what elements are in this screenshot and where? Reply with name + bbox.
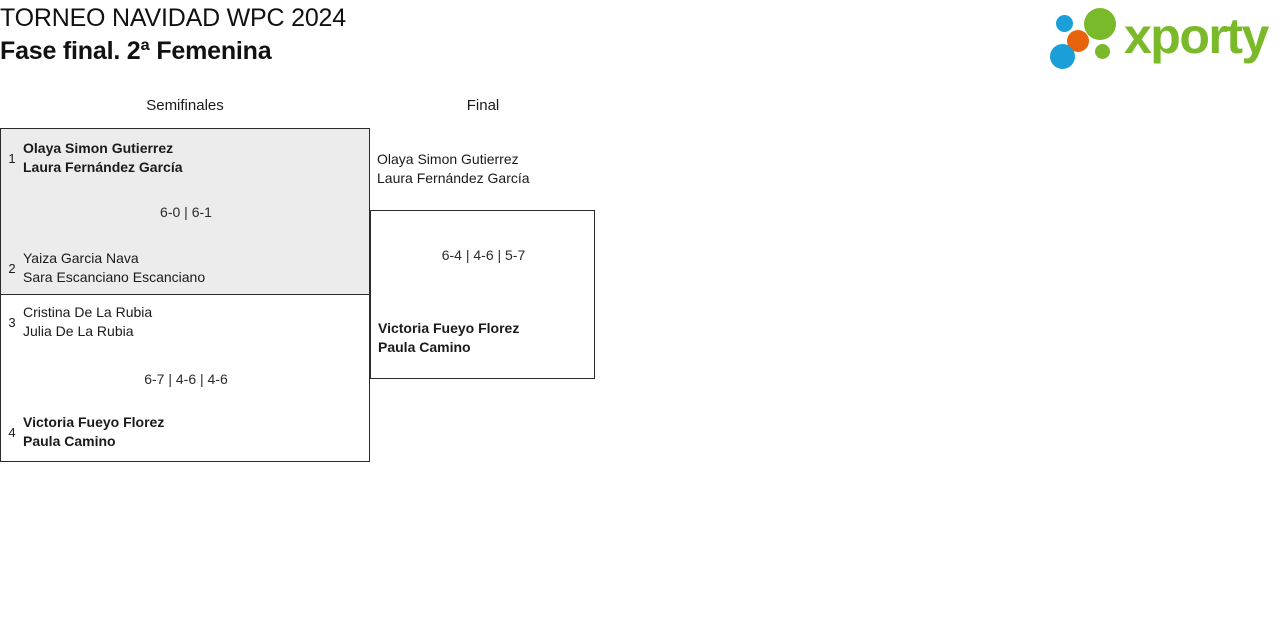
seed-number: 1 <box>8 150 16 166</box>
team-players: Yaiza Garcia Nava Sara Escanciano Escanc… <box>23 249 205 287</box>
team-players: Cristina De La Rubia Julia De La Rubia <box>23 303 152 341</box>
team-players: Olaya Simon Gutierrez Laura Fernández Ga… <box>23 139 183 177</box>
match-score: 6-4 | 4-6 | 5-7 <box>441 247 526 263</box>
team-slot-seed-3: 3 Cristina De La Rubia Julia De La Rubia <box>1 303 152 341</box>
team-players: Victoria Fueyo Florez Paula Camino <box>23 413 164 451</box>
logo-dot-blue-small-icon <box>1056 15 1073 32</box>
player-name: Yaiza Garcia Nava <box>23 250 139 266</box>
final-team-champion: Victoria Fueyo Florez Paula Camino <box>378 319 519 357</box>
xporty-logo[interactable]: xporty <box>1040 4 1272 70</box>
match-final[interactable]: 6-4 | 4-6 | 5-7 Victoria Fueyo Florez Pa… <box>370 210 595 379</box>
page-header: TORNEO NAVIDAD WPC 2024 Fase final. 2ª F… <box>0 0 1280 76</box>
team-slot-seed-2: 2 Yaiza Garcia Nava Sara Escanciano Esca… <box>1 249 205 287</box>
seed-number: 4 <box>8 424 16 440</box>
page-title: TORNEO NAVIDAD WPC 2024 Fase final. 2ª F… <box>0 2 346 68</box>
logo-dot-blue-large-icon <box>1050 44 1075 69</box>
seed-number: 2 <box>8 260 16 276</box>
player-name: Olaya Simon Gutierrez <box>23 140 174 156</box>
player-name: Laura Fernández García <box>377 170 530 186</box>
round-header-semifinals: Semifinales <box>146 97 224 114</box>
player-name: Julia De La Rubia <box>23 323 134 339</box>
match-semifinal-2[interactable]: 3 Cristina De La Rubia Julia De La Rubia… <box>0 294 370 462</box>
logo-dot-green-large-icon <box>1084 8 1116 40</box>
player-name: Victoria Fueyo Florez <box>23 414 165 430</box>
tournament-name: TORNEO NAVIDAD WPC 2024 <box>0 4 346 32</box>
player-name: Paula Camino <box>378 339 471 355</box>
player-name: Paula Camino <box>23 433 116 449</box>
match-score: 6-7 | 4-6 | 4-6 <box>144 371 228 387</box>
team-slot-seed-1: 1 Olaya Simon Gutierrez Laura Fernández … <box>1 139 183 177</box>
player-name: Cristina De La Rubia <box>23 304 153 320</box>
logo-wordmark: xporty <box>1124 8 1269 64</box>
final-team-runner-up: Olaya Simon Gutierrez Laura Fernández Ga… <box>377 150 530 188</box>
logo-dot-orange-icon <box>1067 30 1089 52</box>
match-score: 6-0 | 6-1 <box>160 204 212 220</box>
player-name: Sara Escanciano Escanciano <box>23 269 206 285</box>
logo-dot-green-small-icon <box>1095 44 1110 59</box>
team-slot-seed-4: 4 Victoria Fueyo Florez Paula Camino <box>1 413 164 451</box>
logo-dots-icon <box>1050 8 1122 70</box>
match-semifinal-1[interactable]: 1 Olaya Simon Gutierrez Laura Fernández … <box>0 128 370 295</box>
round-header-final: Final <box>466 97 500 114</box>
tournament-phase: Fase final. 2ª Femenina <box>0 37 272 65</box>
player-name: Victoria Fueyo Florez <box>378 320 520 336</box>
seed-number: 3 <box>8 314 16 330</box>
player-name: Olaya Simon Gutierrez <box>377 151 519 167</box>
player-name: Laura Fernández García <box>23 159 183 175</box>
